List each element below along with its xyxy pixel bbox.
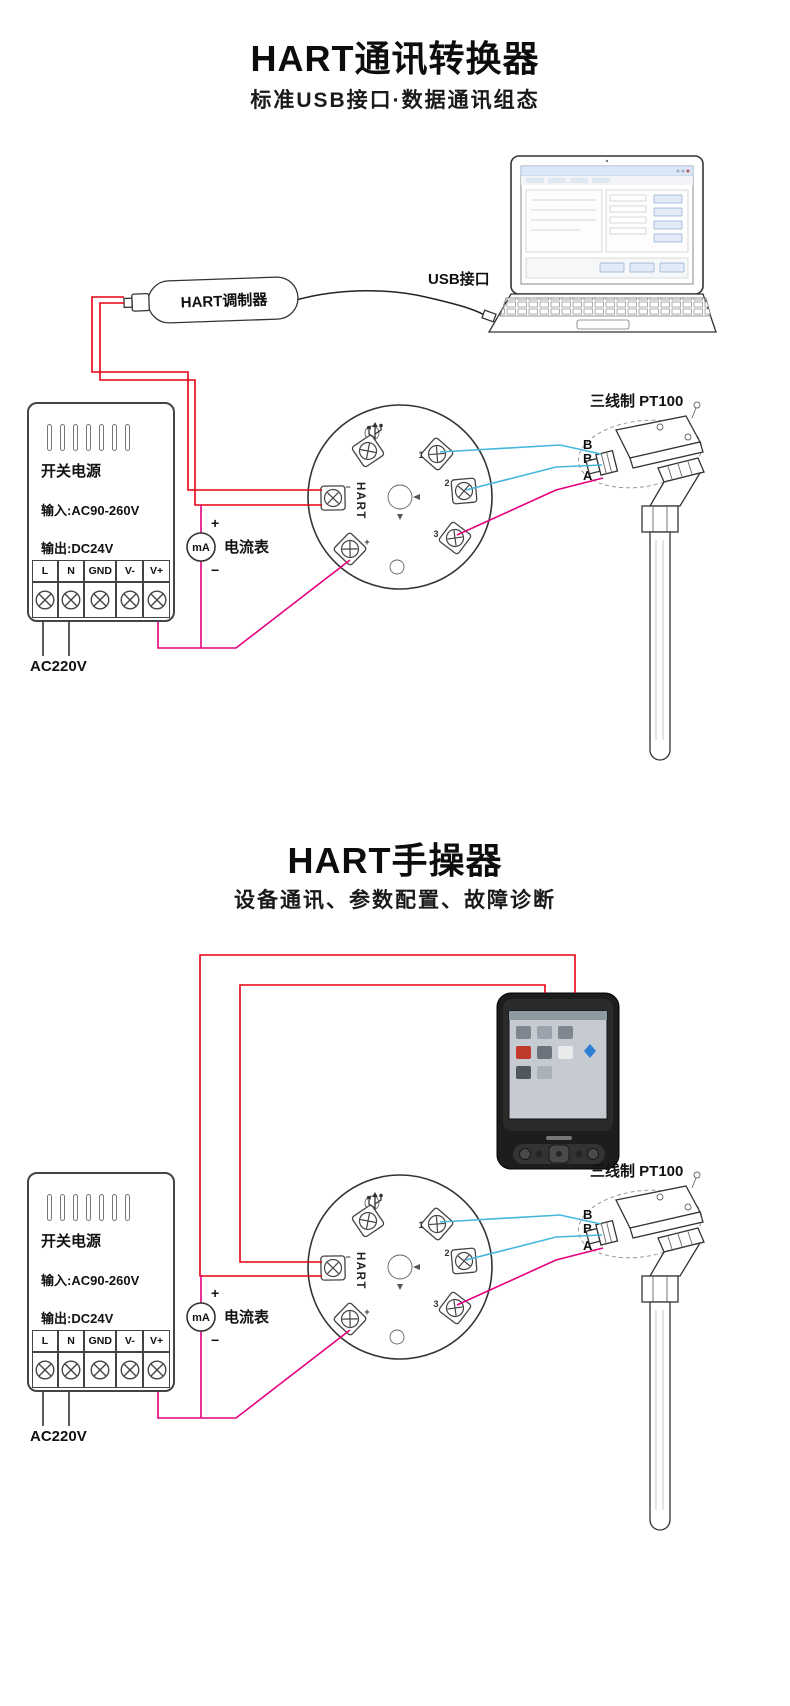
terminal-screw	[58, 582, 84, 618]
sensor-1	[573, 391, 707, 761]
section1-title: HART通讯转换器	[250, 38, 540, 79]
section2-title: HART手操器	[287, 840, 503, 881]
terminal-label-vminus: V-	[116, 560, 144, 582]
mains-label-2: AC220V	[30, 1428, 87, 1445]
terminal-screw	[32, 1352, 58, 1388]
transmitter-2	[308, 1175, 492, 1359]
hart-wire-b	[99, 302, 322, 506]
ui-left-panel	[525, 189, 603, 253]
laptop-software-window	[520, 165, 694, 285]
power-supply-1: 开关电源 输入:AC90-260V 输出:DC24V L N GND V- V+	[27, 402, 175, 622]
terminal-screw	[84, 582, 117, 618]
current-loop-wire-2	[157, 1329, 351, 1419]
sensor-wire-b1	[439, 444, 602, 455]
power-supply-2: 开关电源 输入:AC90-260V 输出:DC24V L N GND V- V+	[27, 1172, 175, 1392]
transmitter-1	[308, 405, 492, 589]
sensor-wire-b2-2	[465, 1234, 603, 1261]
section1-subtitle: 标准USB接口·数据通讯组态	[250, 89, 540, 112]
ui-titlebar	[520, 165, 694, 177]
ammeter-2	[186, 1274, 271, 1419]
hart-modem: HART调制器	[123, 276, 299, 324]
terminal-label-l: L	[32, 1330, 58, 1352]
sensor-wire-b1-2	[439, 1214, 602, 1225]
psu-input-spec: 输入:AC90-260V	[41, 503, 140, 518]
handheld-wire-a	[239, 984, 546, 1263]
terminal-label-n: N	[58, 560, 84, 582]
psu-output-spec: 输出:DC24V	[41, 541, 114, 556]
laptop-touchpad	[576, 319, 630, 330]
terminal-screw	[84, 1352, 117, 1388]
webcam-icon	[605, 159, 609, 163]
terminal-label-vplus: V+	[143, 560, 170, 582]
sensor-wire-a	[456, 477, 604, 536]
terminal-label-gnd: GND	[84, 1330, 117, 1352]
psu-input-spec: 输入:AC90-260V	[41, 1273, 140, 1288]
psu-title: 开关电源	[41, 1233, 102, 1250]
usb-port-label: USB接口	[428, 271, 490, 288]
ammeter-1	[186, 504, 271, 649]
psu-vents	[47, 424, 130, 451]
psu-terminal-strip: L N GND V- V+	[32, 560, 170, 618]
terminal-label-n: N	[58, 1330, 84, 1352]
terminal-label-l: L	[32, 560, 58, 582]
modem-label: HART调制器	[180, 290, 268, 311]
screen-diamond-icon	[584, 1044, 596, 1058]
terminal-label-vminus: V-	[116, 1330, 144, 1352]
handheld-statusbar	[509, 1011, 607, 1020]
psu-output-spec: 输出:DC24V	[41, 1311, 114, 1326]
terminal-screw	[32, 582, 58, 618]
hart-wire-a	[91, 296, 322, 491]
terminal-screw	[116, 582, 144, 618]
modem-connector	[131, 293, 150, 312]
section2-subtitle: 设备通讯、参数配置、故障诊断	[234, 889, 556, 912]
laptop-keyboard	[499, 297, 712, 317]
sensor-wire-a-2	[456, 1247, 604, 1306]
mains-label-1: AC220V	[30, 658, 87, 675]
terminal-screw	[143, 1352, 170, 1388]
psu-terminal-strip: L N GND V- V+	[32, 1330, 170, 1388]
usb-plug	[481, 309, 497, 323]
handheld-wire-b	[199, 954, 576, 1277]
terminal-label-gnd: GND	[84, 560, 117, 582]
current-loop-wire	[157, 559, 351, 649]
psu-vents	[47, 1194, 130, 1221]
handheld-brand-mark	[546, 1136, 572, 1140]
psu-title: 开关电源	[41, 463, 102, 480]
laptop	[487, 155, 717, 333]
sensor-2	[573, 1161, 707, 1531]
terminal-screw	[143, 582, 170, 618]
terminal-screw	[116, 1352, 144, 1388]
sensor-wire-b2	[465, 464, 603, 491]
terminal-label-vplus: V+	[143, 1330, 170, 1352]
handheld-communicator	[496, 992, 620, 1170]
usb-cable	[295, 290, 490, 319]
terminal-screw	[58, 1352, 84, 1388]
